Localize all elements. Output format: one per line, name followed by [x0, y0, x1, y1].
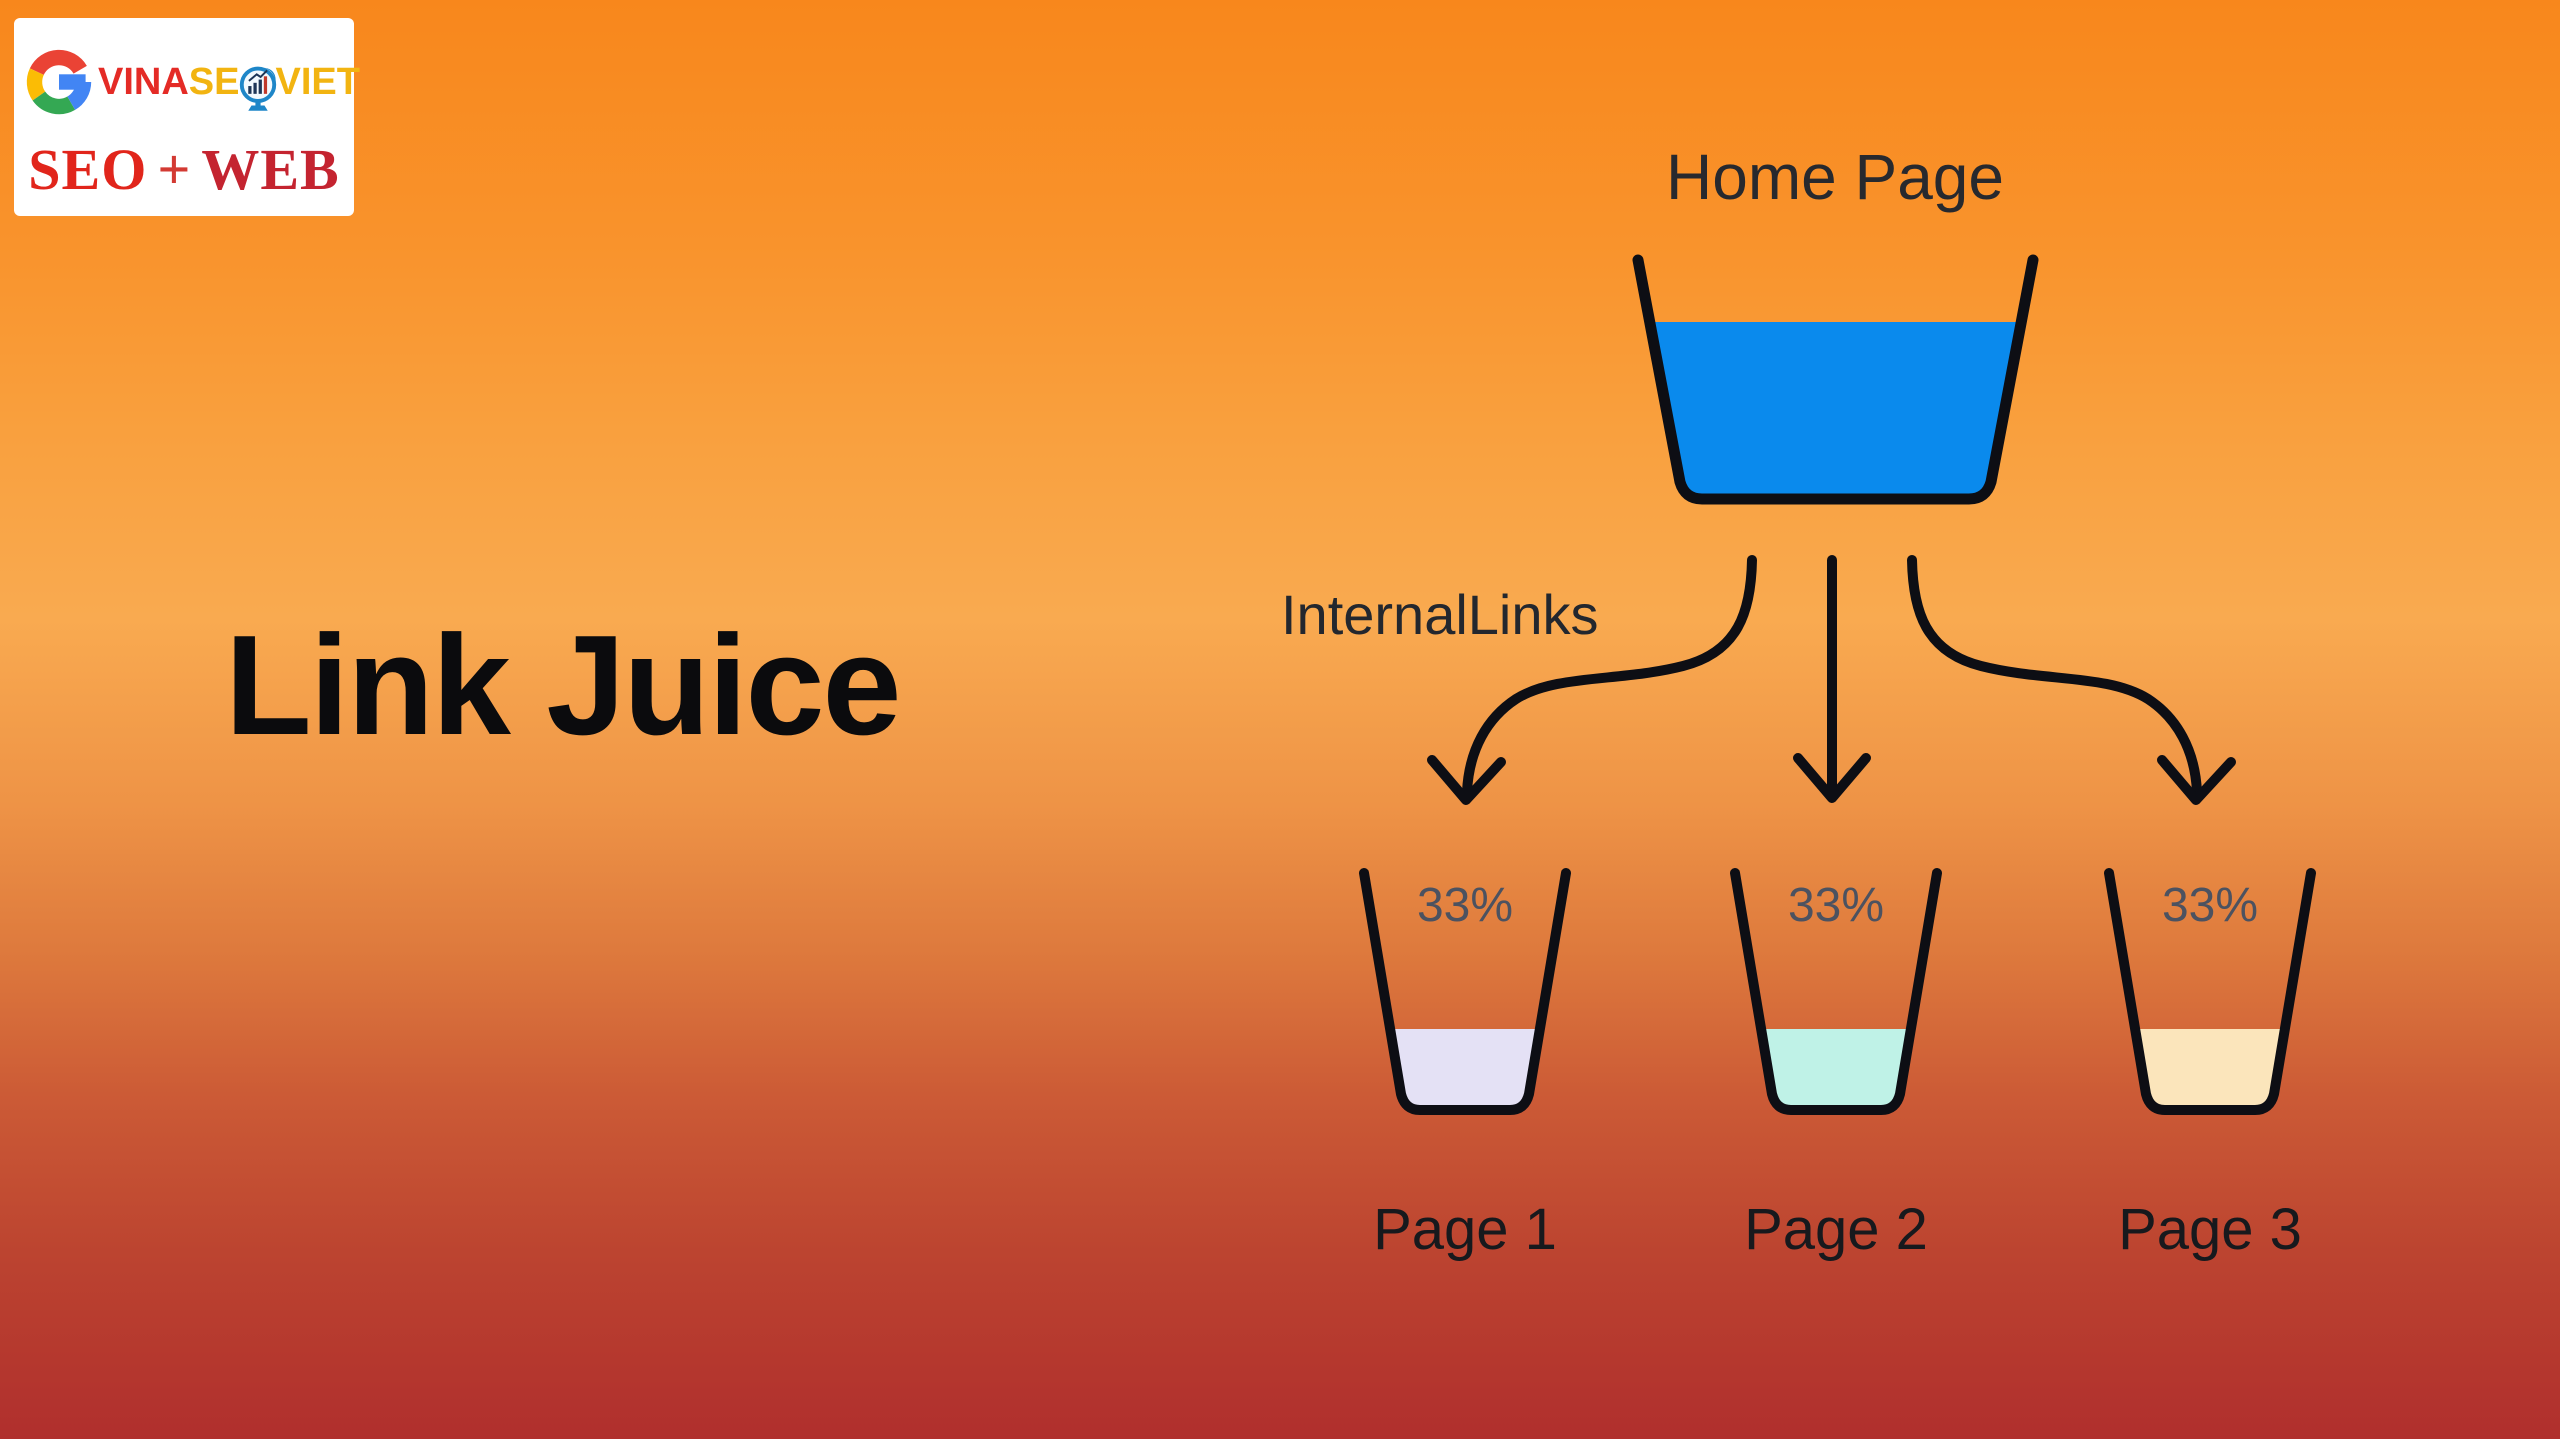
page1-cup-liquid [1390, 1029, 1540, 1106]
seo-globe-icon [239, 66, 276, 111]
page1-percent-label: 33% [1416, 879, 1514, 932]
page1-cup-outline [1359, 868, 1571, 1115]
internal-links-label: InternalLinks [1281, 583, 1599, 646]
tagline-web-text: WEB [201, 137, 340, 202]
internal-link-arrows [1427, 555, 2236, 805]
page1-label: Page 1 [1373, 1197, 1557, 1262]
page2-cup-outline [1730, 868, 1942, 1115]
brand-viet-text: VIET [275, 60, 360, 103]
page2-cup-liquid [1761, 1029, 1911, 1106]
page3-label: Page 3 [2118, 1197, 2302, 1262]
home-page-cup-liquid [1650, 322, 2021, 494]
brand-vina-text: VINA [98, 60, 189, 103]
page2-cup [1730, 868, 1942, 1115]
home-page-label: Home Page [1666, 141, 2004, 213]
page3-cup-liquid [2135, 1029, 2285, 1106]
arrow-middle-head [1793, 753, 1871, 803]
brand-se-text: SE [188, 60, 240, 103]
brand-tagline: SEO+WEB [14, 136, 354, 203]
page3-cup-outline [2104, 868, 2316, 1115]
tagline-plus-text: + [157, 137, 192, 202]
page1-cup [1359, 868, 1571, 1115]
arrow-right-head [2157, 755, 2236, 805]
home-page-cup-outline [1632, 254, 2039, 505]
arrow-right-curve [1907, 555, 2202, 797]
page2-percent-label: 33% [1787, 879, 1885, 932]
tagline-seo-text: SEO [28, 137, 148, 202]
arrow-left-head [1427, 755, 1506, 805]
google-g-icon [26, 49, 92, 115]
page2-label: Page 2 [1744, 1197, 1928, 1262]
page3-percent-label: 33% [2161, 879, 2259, 932]
page-title: Link Juice [225, 606, 901, 765]
arrow-left-curve [1462, 555, 1757, 797]
page3-cup [2104, 868, 2316, 1115]
